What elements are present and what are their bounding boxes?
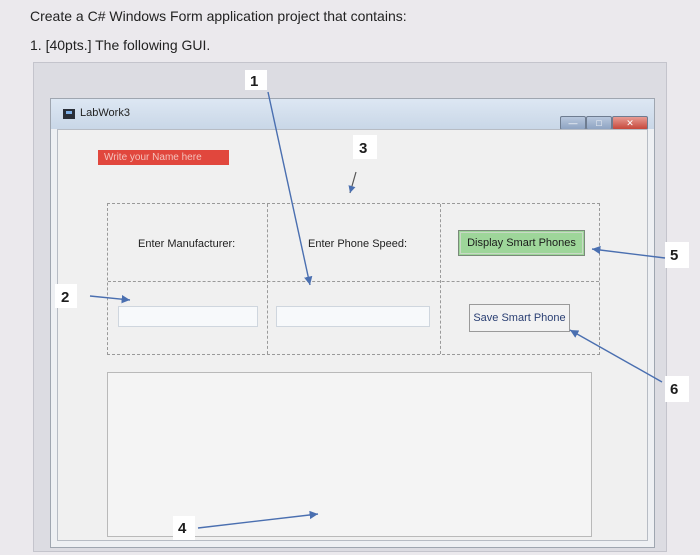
question-title: Create a C# Windows Form application pro… <box>30 8 407 24</box>
grid-divider <box>108 281 599 282</box>
annotation-box-5 <box>665 242 689 268</box>
maximize-button[interactable]: □ <box>586 116 612 130</box>
grid-divider <box>267 204 268 354</box>
name-label: Write your Name here <box>98 150 229 165</box>
application-icon <box>63 109 75 119</box>
minimize-icon: — <box>568 118 578 128</box>
maximize-icon: □ <box>596 118 602 128</box>
close-icon: ✕ <box>626 118 634 128</box>
annotation-5: 5 <box>670 247 678 264</box>
labwork-window: LabWork3 — □ ✕ Write your Name here Ente… <box>50 98 655 548</box>
manufacturer-input[interactable] <box>118 306 258 327</box>
save-smart-phone-button[interactable]: Save Smart Phone <box>469 304 570 332</box>
display-smart-phones-button[interactable]: Display Smart Phones <box>458 230 585 256</box>
window-title: LabWork3 <box>80 107 130 119</box>
phone-speed-input[interactable] <box>276 306 430 327</box>
question-item: 1. [40pts.] The following GUI. <box>30 37 211 53</box>
annotation-box-6 <box>665 376 689 402</box>
title-bar[interactable]: LabWork3 — □ ✕ <box>51 99 654 130</box>
table-layout-panel: Enter Manufacturer: Enter Phone Speed: D… <box>107 203 600 355</box>
phone-speed-label: Enter Phone Speed: <box>308 238 408 250</box>
grid-divider <box>440 204 441 354</box>
manufacturer-label: Enter Manufacturer: <box>138 238 236 250</box>
annotation-6: 6 <box>670 381 678 398</box>
phones-output-textbox[interactable] <box>107 372 592 537</box>
close-button[interactable]: ✕ <box>612 116 648 130</box>
minimize-button[interactable]: — <box>560 116 586 130</box>
form-client-area: Write your Name here Enter Manufacturer:… <box>57 129 648 541</box>
